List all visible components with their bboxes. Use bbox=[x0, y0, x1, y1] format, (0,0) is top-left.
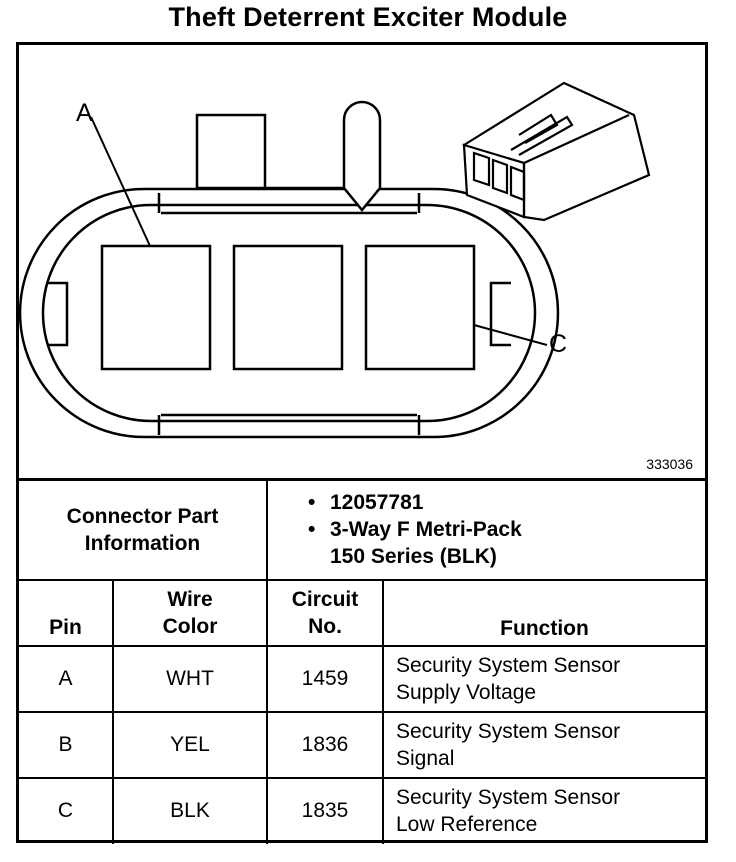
part-number: 12057781 bbox=[268, 489, 705, 516]
pin-cell: B bbox=[19, 710, 114, 779]
function-cell: Security System Sensor Signal bbox=[382, 710, 705, 779]
pin-cell: A bbox=[19, 644, 114, 713]
diagram-frame: A C 333036 Connector Part Information 12… bbox=[16, 42, 708, 844]
figure-id: 333036 bbox=[646, 456, 693, 472]
wire-color-cell: YEL bbox=[112, 710, 268, 779]
diagram-label-a: A bbox=[76, 99, 93, 127]
header-function: Function bbox=[382, 578, 705, 647]
diagram-label-c: C bbox=[549, 330, 567, 358]
function-cell: Security System Sensor Supply Voltage bbox=[382, 644, 705, 713]
connector-info-label: Connector Part Information bbox=[19, 478, 268, 581]
leader-line-c bbox=[473, 324, 548, 346]
connector-description-line2: 150 Series (BLK) bbox=[330, 545, 497, 569]
connector-inner-shell bbox=[41, 203, 537, 423]
connector-drawing: A C bbox=[19, 81, 651, 439]
connector-pictorial bbox=[462, 81, 651, 222]
header-pin: Pin bbox=[19, 578, 114, 647]
circuit-cell: 1836 bbox=[266, 710, 384, 779]
function-cell: Security System Sensor Low Reference bbox=[382, 776, 705, 844]
circuit-cell: 1459 bbox=[266, 644, 384, 713]
cavity-a bbox=[100, 244, 212, 371]
wire-color-cell: BLK bbox=[112, 776, 268, 844]
circuit-cell: 1835 bbox=[266, 776, 384, 844]
connector-right-latch bbox=[489, 281, 511, 347]
connector-outer-shell bbox=[19, 187, 560, 439]
connector-info-details: 12057781 3-Way F Metri-Pack 150 Series (… bbox=[266, 478, 705, 581]
cavity-b bbox=[232, 244, 344, 371]
table-row: B YEL 1836 Security System Sensor Signal bbox=[19, 710, 705, 779]
table-row: A WHT 1459 Security System Sensor Supply… bbox=[19, 644, 705, 713]
connector-key-tab bbox=[195, 113, 267, 188]
pin-cell: C bbox=[19, 776, 114, 844]
connector-left-latch bbox=[47, 281, 69, 347]
table-row: C BLK 1835 Security System Sensor Low Re… bbox=[19, 776, 705, 844]
header-wire-color: Wire Color bbox=[112, 578, 268, 647]
header-circuit: Circuit No. bbox=[266, 578, 384, 647]
wire-color-cell: WHT bbox=[112, 644, 268, 713]
leader-line-a bbox=[90, 116, 151, 247]
page-title: Theft Deterrent Exciter Module bbox=[168, 2, 568, 32]
connector-lock-bump bbox=[342, 100, 382, 212]
cavity-c bbox=[364, 244, 476, 371]
connector-description-line1: 3-Way F Metri-Pack bbox=[268, 516, 705, 543]
connector-table: Connector Part Information 12057781 3-Wa… bbox=[19, 478, 705, 844]
connector-diagram: A C 333036 bbox=[19, 45, 705, 478]
